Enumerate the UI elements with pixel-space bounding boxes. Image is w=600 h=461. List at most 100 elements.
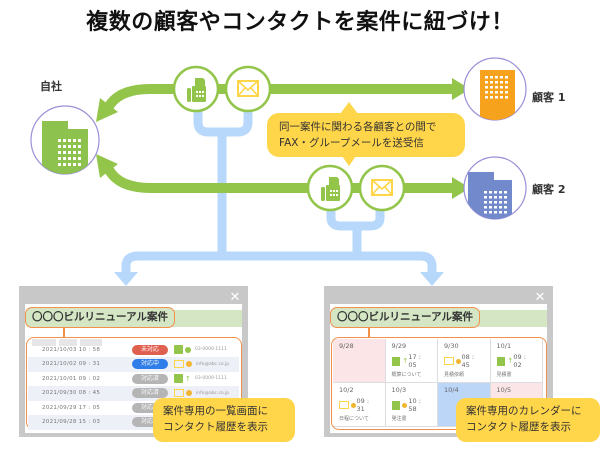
customer2-label: 顧客 2 bbox=[532, 183, 566, 196]
incoming-icon bbox=[350, 402, 356, 408]
close-icon[interactable]: ✕ bbox=[229, 290, 241, 305]
calendar-callout: 案件専用のカレンダーに コンタクト履歴を表示 bbox=[456, 398, 600, 442]
event-note: 発注書 bbox=[391, 416, 407, 422]
info-bubble: 同一案件に関わる各顧客との間で FAX・グループメールを送受信 bbox=[267, 113, 465, 157]
tab[interactable] bbox=[59, 339, 77, 346]
fax-icon bbox=[321, 177, 340, 201]
mail-icon bbox=[237, 80, 259, 97]
calendar-event[interactable]: ↑17 : 05 bbox=[391, 353, 432, 369]
row-datetime: 2021/10/02 09 : 31 bbox=[42, 361, 101, 367]
calendar-event[interactable]: 08 : 45 bbox=[444, 353, 484, 369]
outgoing-icon: ↑ bbox=[402, 357, 409, 365]
outgoing-icon: ↑ bbox=[507, 357, 514, 365]
event-note: 見積書 bbox=[496, 372, 512, 378]
blue-branch-connector bbox=[121, 108, 437, 275]
calendar-event[interactable]: 09 : 31 bbox=[339, 397, 379, 413]
contact-row[interactable]: 2021/09/30 08 : 45 対応済 info@abc.co.jp bbox=[28, 385, 239, 401]
event-note: 見積依頼 bbox=[444, 372, 465, 378]
close-icon[interactable]: ✕ bbox=[534, 290, 546, 305]
row-contact: info@abc.co.jp bbox=[196, 390, 230, 396]
tab-strip bbox=[32, 331, 105, 346]
status-badge[interactable]: 未対応 bbox=[132, 344, 168, 355]
own-company-label: 自社 bbox=[40, 80, 62, 93]
green-arrow-upper bbox=[96, 78, 470, 122]
green-arrow-lower bbox=[96, 154, 470, 199]
calendar-event[interactable]: ↑09 : 02 bbox=[496, 353, 537, 369]
info-bubble-line2: FAX・グループメールを送受信 bbox=[279, 137, 424, 149]
event-time: 09 : 31 bbox=[356, 397, 370, 413]
calendar-frame bbox=[331, 337, 547, 430]
calendar-event[interactable]: 10 : 58 bbox=[391, 397, 432, 413]
calendar-date: 10/3 bbox=[391, 386, 407, 394]
mail-icon bbox=[371, 179, 393, 196]
customer1-node bbox=[463, 57, 527, 121]
calendar-callout-line2: コンタクト履歴を表示 bbox=[466, 421, 571, 433]
status-badge[interactable]: 対応済 bbox=[132, 402, 168, 413]
calendar-date: 9/29 bbox=[391, 342, 407, 350]
arrow-head-to-calendar bbox=[420, 272, 444, 286]
event-note: 日程について bbox=[339, 416, 369, 422]
fax-icon bbox=[496, 356, 506, 366]
customer1-label: 顧客 1 bbox=[532, 91, 566, 104]
list-callout: 案件専用の一覧画面に コンタクト履歴を表示 bbox=[153, 398, 295, 442]
event-time: 09 : 02 bbox=[513, 353, 526, 369]
channel-pair-upper bbox=[172, 65, 272, 113]
row-contact: 03-0000-1111 bbox=[195, 347, 227, 352]
row-datetime: 2021/09/30 08 : 45 bbox=[42, 390, 101, 396]
page-title: 複数の顧客やコンタクトを案件に紐づけ！ bbox=[86, 10, 514, 35]
row-datetime: 2021/10/03 10 : 58 bbox=[42, 346, 101, 353]
incoming-icon bbox=[402, 402, 408, 408]
calendar-day-cell[interactable]: 9/28 bbox=[333, 339, 386, 383]
fax-icon bbox=[187, 78, 206, 102]
calendar-date: 9/30 bbox=[444, 342, 459, 350]
calendar-callout-line1: 案件専用のカレンダーに bbox=[466, 405, 582, 417]
status-badge[interactable]: 対応済 bbox=[132, 388, 168, 398]
calendar-date: 10/2 bbox=[339, 386, 354, 394]
incoming-icon bbox=[186, 361, 192, 367]
tab[interactable] bbox=[32, 339, 56, 346]
mail-icon bbox=[444, 357, 454, 365]
list-callout-line1: 案件専用の一覧画面に bbox=[163, 405, 268, 417]
incoming-icon bbox=[186, 390, 192, 396]
own-company-node bbox=[30, 105, 100, 175]
event-time: 08 : 45 bbox=[461, 353, 475, 369]
event-time: 10 : 58 bbox=[408, 397, 421, 413]
status-badge[interactable]: 対応中 bbox=[132, 359, 168, 369]
frame-connector bbox=[368, 328, 370, 337]
channel-pair-lower bbox=[306, 164, 406, 212]
status-badge[interactable]: 対応済 bbox=[132, 373, 168, 384]
fax-icon bbox=[391, 356, 401, 366]
arrow-head-to-list bbox=[114, 272, 138, 286]
building-icon bbox=[42, 121, 88, 174]
calendar-date: 9/28 bbox=[339, 342, 354, 350]
calendar-date: 10/4 bbox=[444, 386, 459, 394]
row-datetime: 2021/09/28 15 : 03 bbox=[42, 419, 101, 425]
outgoing-icon: ↑ bbox=[185, 374, 191, 383]
case-title[interactable]: 〇〇〇ビルリニューアル案件 bbox=[25, 307, 175, 328]
fax-icon bbox=[174, 345, 183, 354]
row-datetime: 2021/09/29 17 : 05 bbox=[42, 404, 101, 411]
building-icon bbox=[480, 70, 515, 120]
tab[interactable] bbox=[80, 339, 102, 346]
fax-icon bbox=[174, 374, 183, 383]
status-badge[interactable]: 対応済 bbox=[132, 417, 168, 427]
building-icon bbox=[468, 172, 512, 219]
case-title[interactable]: 〇〇〇ビルリニューアル案件 bbox=[330, 307, 480, 328]
calendar-date: 10/5 bbox=[496, 386, 512, 394]
incoming-icon bbox=[185, 346, 191, 353]
list-frame bbox=[26, 337, 242, 430]
mail-icon bbox=[174, 360, 184, 368]
event-time: 17 : 05 bbox=[408, 353, 421, 369]
calendar-date: 10/1 bbox=[496, 342, 512, 350]
contact-row[interactable]: 2021/10/03 10 : 58 未対応 03-0000-1111 bbox=[28, 342, 239, 357]
frame-connector bbox=[63, 328, 65, 337]
fax-icon bbox=[391, 400, 401, 410]
mail-icon bbox=[339, 401, 349, 409]
